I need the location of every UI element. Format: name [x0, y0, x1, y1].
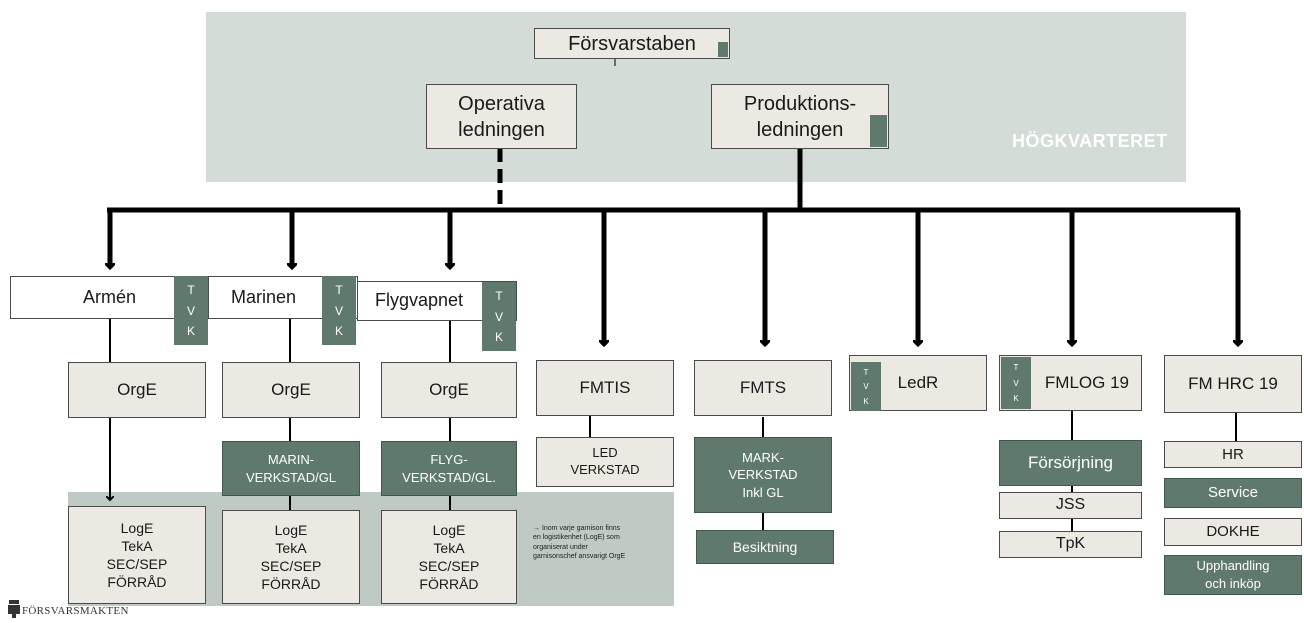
crown-logo-icon [8, 600, 20, 618]
armen-tvk-badge: T V K [174, 276, 208, 345]
marinen-tvk-badge: T V K [322, 276, 356, 345]
dokhe-box: DOKHE [1164, 518, 1302, 546]
tpk-box: TpK [999, 531, 1142, 558]
orge-flygvapnet-box: OrgE [381, 362, 517, 418]
hq-label: HÖGKVARTERET [1012, 131, 1168, 151]
hr-box: HR [1164, 441, 1302, 468]
flygvapnet-tvk-badge: T V K [482, 282, 516, 351]
operativa-label: Operativa ledningen [458, 92, 545, 141]
forsorjning-box: Försörjning [999, 440, 1142, 486]
loge-flygvapnet-box: LogE TekA SEC/SEP FÖRRÅD [381, 510, 517, 604]
loge-marinen-box: LogE TekA SEC/SEP FÖRRÅD [222, 510, 360, 604]
flygverkstad-box: FLYG- VERKSTAD/GL. [381, 441, 517, 496]
led-verkstad-box: LED VERKSTAD [536, 437, 674, 487]
markverkstad-box: MARK- VERKSTAD Inkl GL [694, 437, 832, 513]
fmlog-tvk-badge: T V K [1001, 357, 1031, 409]
ledr-tvk-badge: T V K [851, 362, 881, 411]
logo-text: FÖRSVARSMAKTEN [22, 605, 129, 617]
upphandling-box: Upphandling och inköp [1164, 555, 1302, 595]
orge-marinen-box: OrgE [222, 362, 360, 418]
jss-box: JSS [999, 492, 1142, 519]
fmts-box: FMTS [694, 360, 832, 416]
orge-armen-box: OrgE [68, 362, 206, 418]
produktion-box: Produktions- ledningen [711, 84, 889, 149]
forsvarstaben-marker [718, 42, 728, 57]
forsvarstaben-box: Försvarstaben [534, 28, 730, 59]
besiktning-box: Besiktning [696, 530, 834, 564]
marinen-label: Marinen [231, 286, 297, 307]
flygvapnet-label: Flygvapnet [375, 290, 464, 311]
loge-armen-box: LogE TekA SEC/SEP FÖRRÅD [68, 506, 206, 604]
armen-label: Armén [83, 286, 137, 307]
forsvarstaben-label: Försvarstaben [568, 32, 696, 55]
marinverkstad-box: MARIN- VERKSTAD/GL [222, 441, 360, 496]
fmhrc-box: FM HRC 19 [1164, 355, 1302, 413]
produktion-marker [870, 115, 887, 147]
service-box: Service [1164, 478, 1302, 508]
operativa-box: Operativa ledningen [426, 84, 577, 149]
produktion-label: Produktions- ledningen [743, 92, 857, 141]
garnison-note: → Inom varje garnison finns en logistike… [533, 525, 626, 561]
fmtis-box: FMTIS [536, 360, 674, 416]
